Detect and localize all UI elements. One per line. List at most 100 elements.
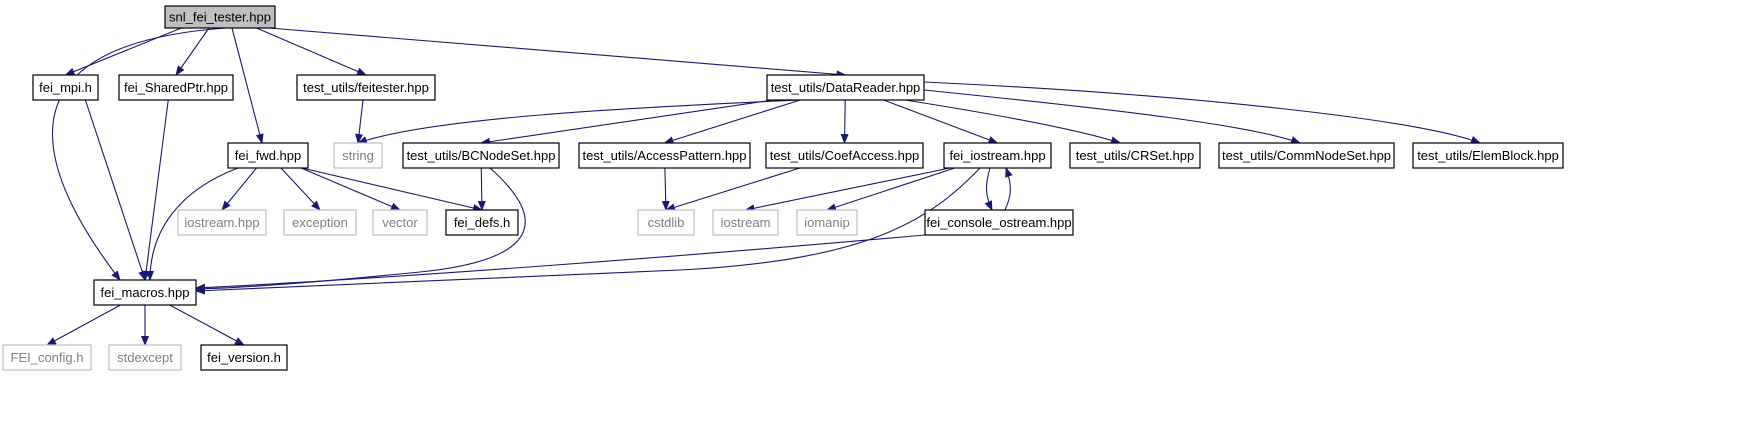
node-bcnodeset[interactable]: test_utils/BCNodeSet.hpp bbox=[402, 142, 560, 169]
node-iomanip: iomanip bbox=[796, 209, 858, 236]
edge-datareader-to-bcnodeset bbox=[480, 99, 774, 146]
node-label: test_utils/ElemBlock.hpp bbox=[1417, 148, 1559, 163]
node-fei_macros[interactable]: fei_macros.hpp bbox=[93, 279, 197, 306]
node-label: iomanip bbox=[804, 215, 850, 230]
node-box bbox=[1218, 142, 1395, 169]
node-box bbox=[765, 142, 924, 169]
edge-fei_mpi-to-fei_macros bbox=[84, 99, 146, 281]
node-stdexcept: stdexcept bbox=[108, 344, 182, 371]
node-label: fei_defs.h bbox=[454, 215, 510, 230]
node-string: string bbox=[333, 142, 383, 169]
node-elemblock[interactable]: test_utils/ElemBlock.hpp bbox=[1412, 142, 1564, 169]
edge-coefaccess-to-cstdlib bbox=[665, 167, 801, 212]
node-label: iostream.hpp bbox=[184, 215, 259, 230]
node-label: iostream bbox=[721, 215, 771, 230]
edge-fei_sharedptr-to-fei_macros bbox=[142, 99, 169, 281]
node-box bbox=[227, 142, 309, 169]
edge-fei_fwd-to-fei_defs bbox=[301, 167, 483, 212]
edge-datareader-to-fei_iostream bbox=[883, 99, 999, 144]
node-box bbox=[296, 74, 436, 101]
node-box bbox=[2, 344, 92, 371]
edge-fei_iostream-to-fei_macros bbox=[195, 167, 981, 295]
node-label: FEI_config.h bbox=[11, 350, 84, 365]
edge-root-to-fei_sharedptr bbox=[175, 27, 210, 76]
node-box bbox=[1412, 142, 1564, 169]
node-label: test_utils/CRSet.hpp bbox=[1076, 148, 1195, 163]
node-label: test_utils/CommNodeSet.hpp bbox=[1222, 148, 1391, 163]
node-box bbox=[108, 344, 182, 371]
node-box bbox=[200, 344, 288, 371]
node-box bbox=[578, 142, 751, 169]
node-fei_fwd[interactable]: fei_fwd.hpp bbox=[227, 142, 309, 169]
node-coefaccess[interactable]: test_utils/CoefAccess.hpp bbox=[765, 142, 924, 169]
node-fei_defs[interactable]: fei_defs.h bbox=[445, 209, 519, 236]
node-label: fei_macros.hpp bbox=[101, 285, 190, 300]
edge-fei_fwd-to-vector bbox=[300, 167, 401, 211]
edge-fei_iostream-to-iostream bbox=[744, 167, 951, 213]
node-box bbox=[637, 209, 695, 236]
edge-feitester-to-string bbox=[355, 99, 364, 144]
node-box bbox=[924, 209, 1074, 236]
node-crset[interactable]: test_utils/CRSet.hpp bbox=[1069, 142, 1201, 169]
node-label: test_utils/feitester.hpp bbox=[303, 80, 429, 95]
node-fei_version[interactable]: fei_version.h bbox=[200, 344, 288, 371]
node-box bbox=[164, 5, 276, 29]
node-label: vector bbox=[382, 215, 418, 230]
node-label: stdexcept bbox=[117, 350, 173, 365]
node-label: cstdlib bbox=[648, 215, 685, 230]
nodes-layer: snl_fei_tester.hpp fei_mpi.h fei_SharedPtr… bbox=[2, 5, 1564, 371]
node-fei_mpi[interactable]: fei_mpi.h bbox=[32, 74, 99, 101]
edge-root-to-fei_mpi bbox=[64, 27, 182, 76]
node-datareader[interactable]: test_utils/DataReader.hpp bbox=[766, 74, 925, 101]
edge-fei_console-to-fei_macros bbox=[195, 234, 926, 292]
node-label: test_utils/CoefAccess.hpp bbox=[770, 148, 920, 163]
edge-fei_macros-to-fei_version bbox=[169, 304, 245, 346]
node-box bbox=[333, 142, 383, 169]
node-label: snl_fei_tester.hpp bbox=[169, 10, 271, 25]
node-box bbox=[372, 209, 428, 236]
node-fei_sharedptr[interactable]: fei_SharedPtr.hpp bbox=[118, 74, 234, 101]
node-box bbox=[402, 142, 560, 169]
node-label: fei_iostream.hpp bbox=[949, 148, 1045, 163]
node-label: test_utils/AccessPattern.hpp bbox=[582, 148, 746, 163]
node-label: test_utils/BCNodeSet.hpp bbox=[407, 148, 556, 163]
edge-fei_macros-to-fei_config bbox=[46, 304, 121, 346]
node-vector: vector bbox=[372, 209, 428, 236]
node-box bbox=[1069, 142, 1201, 169]
edge-root-to-datareader bbox=[268, 27, 847, 79]
edge-datareader-to-coefaccess bbox=[840, 99, 849, 144]
node-feitester[interactable]: test_utils/feitester.hpp bbox=[296, 74, 436, 101]
edge-fei_iostream-to-iomanip bbox=[826, 167, 956, 211]
node-box bbox=[943, 142, 1052, 169]
edge-accesspattern-to-cstdlib bbox=[661, 167, 670, 211]
node-box bbox=[118, 74, 234, 101]
node-label: test_utils/DataReader.hpp bbox=[771, 80, 921, 95]
edge-fei_fwd-to-iostream_hpp bbox=[221, 167, 257, 211]
node-label: fei_fwd.hpp bbox=[235, 148, 302, 163]
edge-root-to-fei_fwd bbox=[231, 27, 264, 144]
node-commnodeset[interactable]: test_utils/CommNodeSet.hpp bbox=[1218, 142, 1395, 169]
edge-fei_fwd-to-fei_macros bbox=[146, 167, 239, 281]
edge-datareader-to-string bbox=[357, 99, 801, 144]
node-fei_console[interactable]: fei_console_ostream.hpp bbox=[924, 209, 1074, 236]
node-root[interactable]: snl_fei_tester.hpp bbox=[164, 5, 276, 29]
edge-bcnodeset-to-fei_macros bbox=[195, 167, 526, 293]
node-cstdlib: cstdlib bbox=[637, 209, 695, 236]
node-fei_iostream[interactable]: fei_iostream.hpp bbox=[943, 142, 1052, 169]
node-label: string bbox=[342, 148, 374, 163]
node-accesspattern[interactable]: test_utils/AccessPattern.hpp bbox=[578, 142, 751, 169]
edge-root-to-fei_macros bbox=[51, 27, 227, 281]
node-box bbox=[766, 74, 925, 101]
node-box bbox=[796, 209, 858, 236]
edge-datareader-to-elemblock bbox=[923, 81, 1481, 144]
node-label: exception bbox=[292, 215, 348, 230]
node-box bbox=[93, 279, 197, 306]
edge-fei_iostream-to-fei_console bbox=[984, 167, 993, 211]
edge-fei_fwd-to-exception bbox=[280, 167, 321, 211]
edge-datareader-to-commnodeset bbox=[923, 89, 1301, 144]
node-box bbox=[32, 74, 99, 101]
node-label: fei_SharedPtr.hpp bbox=[124, 80, 228, 95]
node-box bbox=[283, 209, 357, 236]
node-fei_config: FEI_config.h bbox=[2, 344, 92, 371]
